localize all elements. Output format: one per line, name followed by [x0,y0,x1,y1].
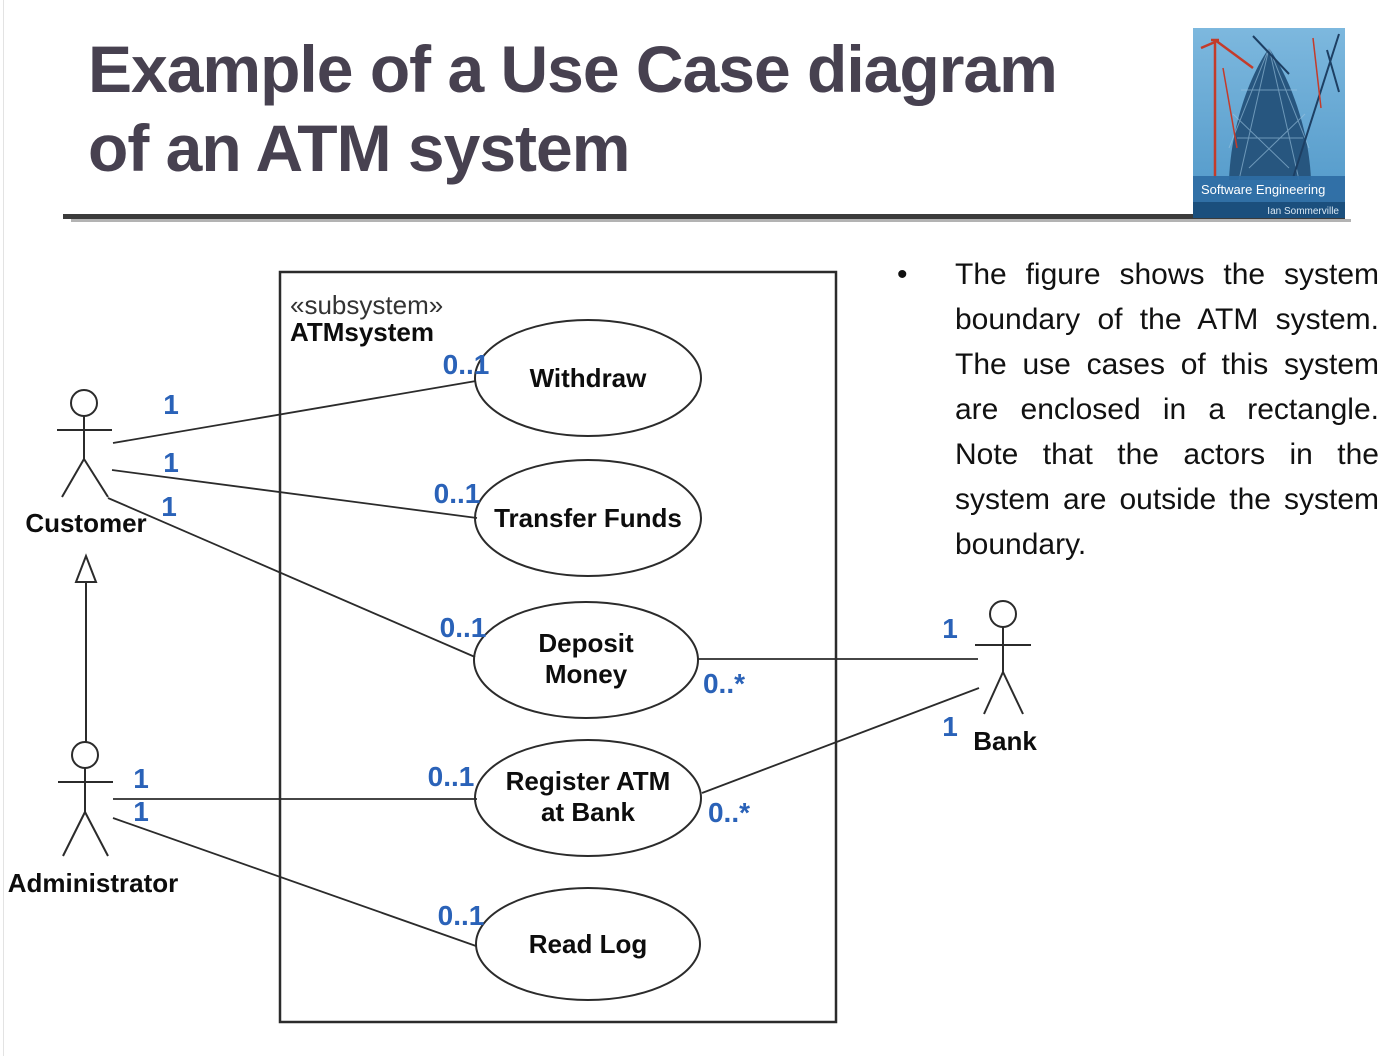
system-boundary [278,270,838,1024]
multiplicity-bank-register: 1 [942,711,958,742]
multiplicity-withdraw-left: 0..1 [443,349,490,380]
slide-title-line2: of an ATM system [88,111,630,185]
customer-right-leg [83,458,109,498]
actor-administrator: Administrator [8,741,178,898]
slide-title: Example of a Use Case diagram of an ATM … [88,30,1188,188]
title-underline [63,214,1345,219]
bank-right-leg [1002,671,1024,715]
customer-left-leg [61,458,85,498]
use-case-read-log: Read Log [475,887,701,1001]
subsystem-name: ATMsystem [290,317,434,347]
multiplicity-admin-register: 1 [133,763,149,794]
administrator-head [71,741,99,769]
association-administrator-read-log [112,817,477,947]
use-case-transfer-funds: Transfer Funds [474,459,702,577]
association-customer-deposit-money [107,497,476,658]
cover-title-band [1193,176,1345,202]
generalization-arrowhead [74,553,98,583]
use-case-read-log-label: Read Log [529,929,647,959]
use-case-withdraw: Withdraw [474,319,702,437]
association-customer-transfer-funds [111,469,478,519]
building-graphic [1228,47,1311,181]
book-cover-logo: Software Engineering Ian Sommerville [1193,28,1345,218]
software-engineering-book-cover: Software Engineering Ian Sommerville [1193,28,1345,218]
association-customer-withdraw [112,380,477,444]
administrator-right-leg [84,811,109,857]
multiplicity-admin-readlog: 1 [133,796,149,827]
bullet-text: The figure shows the system boundary of … [955,258,1379,561]
bank-left-leg [983,671,1004,715]
slide-left-edge [3,0,4,1056]
multiplicity-deposit-right: 0..* [703,668,745,699]
use-case-withdraw-label: Withdraw [530,363,648,393]
use-case-register-atm-label-line2: at Bank [541,797,635,827]
multiplicity-transfer-left: 0..1 [434,478,481,509]
logo-title: Software Engineering [1201,182,1325,197]
slide-title-line1: Example of a Use Case diagram [88,32,1058,106]
multiplicity-readlog-left: 0..1 [438,900,485,931]
actor-administrator-label: Administrator [8,868,178,898]
generalization-administrator-customer [74,553,98,742]
use-case-diagram: «subsystem» ATMsystem Withdraw Transfer … [8,270,1037,1024]
use-case-deposit-money: Deposit Money [473,601,699,719]
multiplicity-deposit-left: 0..1 [440,612,487,643]
title-underline-shadow [71,219,1351,222]
multiplicity-bank-deposit: 1 [942,613,958,644]
bank-head [989,600,1017,628]
bullet-item: • The figure shows the system boundary o… [897,252,1379,567]
multiplicity-register-left: 0..1 [428,761,475,792]
use-case-deposit-money-label-line2: Money [545,659,628,689]
association-register-atm-bank [701,687,980,794]
cover-author-band [1193,202,1345,218]
use-case-deposit-money-label-line1: Deposit [538,628,634,658]
actor-customer-label: Customer [25,508,146,538]
customer-head [70,389,98,417]
administrator-left-leg [62,811,86,857]
actor-bank: Bank [973,600,1037,756]
use-case-transfer-funds-label: Transfer Funds [494,503,682,533]
actor-customer: Customer [25,389,147,538]
subsystem-stereotype: «subsystem» [290,290,443,320]
multiplicity-register-right: 0..* [708,797,750,828]
use-case-register-atm-at-bank: Register ATM at Bank [474,739,702,857]
use-case-register-atm-label-line1: Register ATM [506,766,671,796]
crane-graphic [1200,33,1340,179]
actor-bank-label: Bank [973,726,1037,756]
logo-author: Ian Sommerville [1267,206,1339,217]
multiplicity-customer-transfer: 1 [163,447,179,478]
bullet-marker: • [897,258,908,291]
multiplicity-customer-deposit: 1 [161,491,177,522]
multiplicity-customer-withdraw: 1 [163,389,179,420]
